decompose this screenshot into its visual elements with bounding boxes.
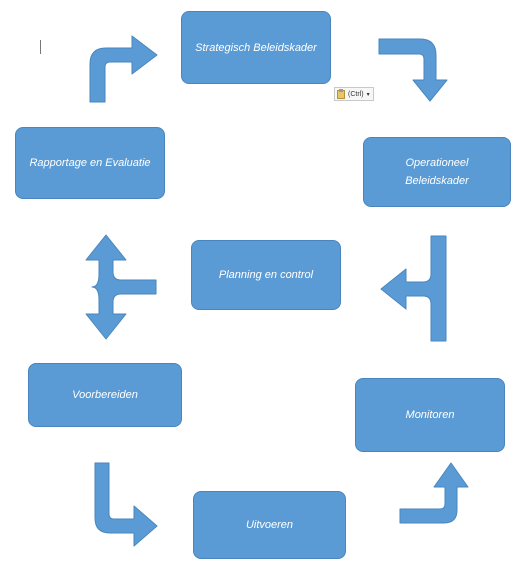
paste-options-button[interactable]: (Ctrl) ▾: [334, 87, 374, 101]
chevron-down-icon: ▾: [366, 91, 370, 98]
arrow-rapportage-to-strategisch: [89, 35, 158, 103]
arrow-planning-to-rapportage-voorbereiden: [85, 234, 157, 340]
paste-options-label: (Ctrl): [348, 90, 364, 98]
arrow-strategisch-to-operationeel: [378, 38, 448, 102]
node-operationeel-beleidskader: Operationeel Beleidskader: [363, 137, 511, 207]
arrow-voorbereiden-to-uitvoeren: [94, 462, 158, 547]
node-monitoren: Monitoren: [355, 378, 505, 452]
node-voorbereiden: Voorbereiden: [28, 363, 182, 427]
node-strategisch-beleidskader: Strategisch Beleidskader: [181, 11, 331, 84]
node-planning-en-control: Planning en control: [191, 240, 341, 310]
text-cursor: [40, 40, 41, 54]
arrow-uitvoeren-to-monitoren: [399, 462, 469, 524]
paste-clipboard-icon: [337, 88, 345, 99]
node-rapportage-en-evaluatie: Rapportage en Evaluatie: [15, 127, 165, 199]
arrow-operationeel-to-planning: [380, 235, 447, 342]
node-uitvoeren: Uitvoeren: [193, 491, 346, 559]
